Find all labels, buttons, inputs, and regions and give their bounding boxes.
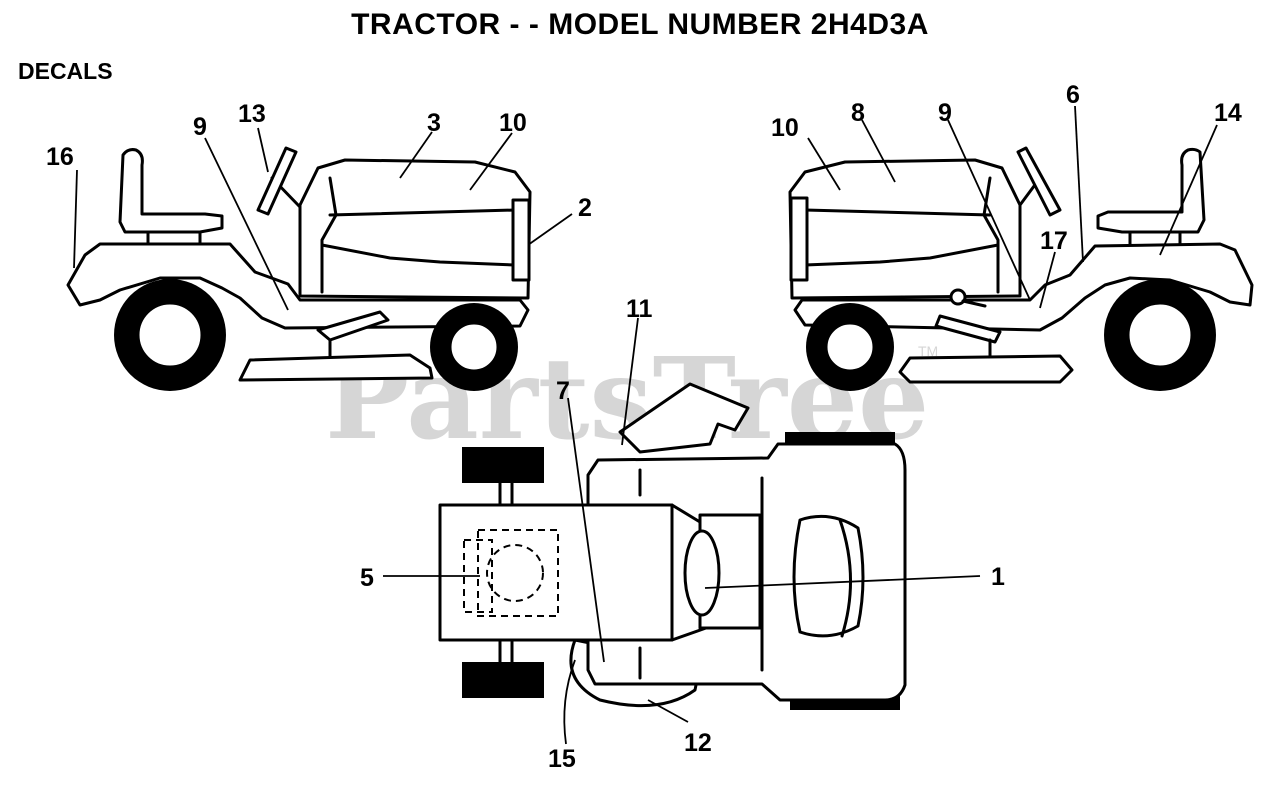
rear-fender-right: [793, 242, 1254, 332]
seat-top: [792, 514, 865, 638]
tractor-right-side-view: [788, 146, 1254, 391]
seat-right: [1096, 147, 1206, 234]
watermark-trademark: TM: [918, 343, 938, 359]
section-heading: DECALS: [18, 58, 113, 84]
steering-wheel-top: [683, 529, 721, 617]
callout-12: 12: [684, 729, 712, 757]
diagram-title: TRACTOR - - MODEL NUMBER 2H4D3A: [351, 8, 929, 41]
engine-outline: [486, 544, 544, 602]
callout-labels: 1 2 3 5 6 7 8 9 9 10 10 11 12 13 14 15 1…: [46, 81, 1242, 773]
callout-6: 6: [1066, 81, 1080, 109]
tractor-left-side-view: [66, 146, 532, 391]
steering-wheel-right: [1016, 146, 1062, 217]
callout-15: 15: [548, 745, 576, 773]
callout-1: 1: [991, 563, 1005, 591]
discharge-chute: [618, 382, 750, 454]
pedal-left: [316, 310, 390, 342]
pedal-right: [934, 314, 1002, 344]
callout-2: 2: [578, 194, 592, 222]
grille-right: [789, 196, 809, 282]
callout-9-right: 9: [938, 99, 952, 127]
lift-lever-knob: [949, 288, 967, 306]
callout-5: 5: [360, 564, 374, 592]
callout-17: 17: [1040, 227, 1068, 255]
leader-lines: [73, 105, 1218, 745]
callout-10-left: 10: [499, 109, 527, 137]
hood-top: [438, 503, 708, 642]
front-tire-top-left: [462, 447, 544, 483]
front-tire-top-right: [462, 662, 544, 698]
hood-right: [788, 158, 1022, 300]
callout-16: 16: [46, 143, 74, 171]
grille-left: [511, 198, 531, 282]
steering-wheel-left: [256, 146, 298, 216]
callout-8: 8: [851, 99, 865, 127]
tractor-top-view: [438, 382, 907, 710]
callout-14: 14: [1214, 99, 1242, 127]
callout-7: 7: [556, 377, 570, 405]
callout-13: 13: [238, 100, 266, 128]
rear-fender-left: [66, 242, 530, 330]
callout-9-left: 9: [193, 113, 207, 141]
callout-10-right: 10: [771, 114, 799, 142]
mower-deck-right: [898, 354, 1074, 384]
callout-3: 3: [427, 109, 441, 137]
mower-deck-left: [238, 353, 434, 382]
seat-left: [118, 148, 224, 234]
callout-11: 11: [626, 295, 653, 323]
hood-left: [298, 158, 532, 300]
